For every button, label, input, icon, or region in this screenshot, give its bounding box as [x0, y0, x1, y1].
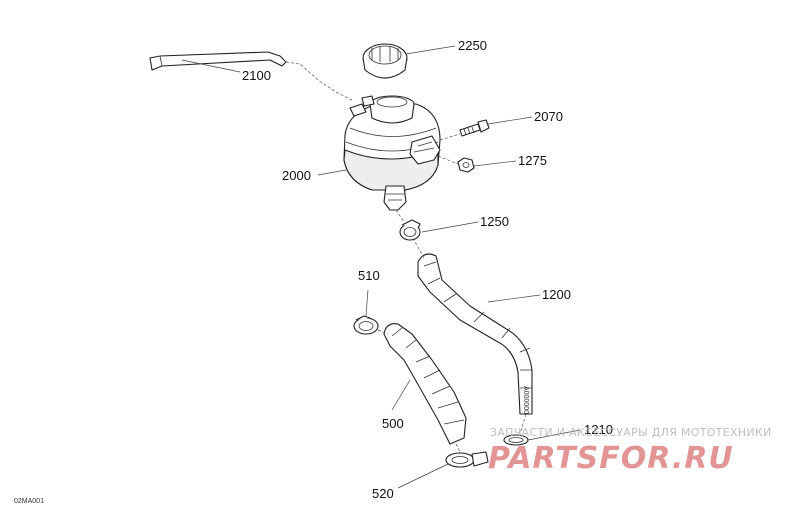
label-1210: 1210 [584, 422, 613, 437]
label-2070: 2070 [534, 109, 563, 124]
part-510-clamp [353, 315, 379, 335]
label-2100: 2100 [242, 68, 271, 83]
label-1200: 1200 [542, 287, 571, 302]
watermark-tagline: ЗАПЧАСТИ И АКСЕССУАРЫ ДЛЯ МОТОТЕХНИКИ [490, 426, 772, 439]
watermark: ЗАПЧАСТИ И АКСЕССУАРЫ ДЛЯ МОТОТЕХНИКИ PA… [488, 426, 772, 476]
label-520: 520 [372, 486, 394, 501]
part-1250-clamp [399, 219, 421, 241]
label-1250: 1250 [480, 214, 509, 229]
part-520-clamp [445, 443, 489, 468]
part-2000-expansion-tank [343, 95, 441, 223]
label-2000: 2000 [282, 168, 311, 183]
label-1275: 1275 [518, 153, 547, 168]
drawing-code: 02MA001 [14, 498, 44, 505]
part-1275-nut [437, 155, 475, 173]
leader-lines [181, 45, 581, 489]
label-2250: 2250 [458, 38, 487, 53]
part-2250-pressure-cap [362, 43, 408, 79]
part-1200-hose: A000000 [413, 239, 533, 415]
watermark-logo: PARTSFOR.RU [488, 441, 734, 476]
part-2070-screw [439, 119, 490, 141]
part-labels: 2250 2100 2070 1275 2000 1250 510 1200 5… [242, 38, 613, 501]
part-500-hose [377, 323, 467, 445]
label-500: 500 [382, 416, 404, 431]
part-1210-clamp [503, 413, 529, 446]
label-510: 510 [358, 268, 380, 283]
part-2100-vent-tube [149, 51, 353, 101]
svg-text:A000000: A000000 [522, 386, 529, 414]
